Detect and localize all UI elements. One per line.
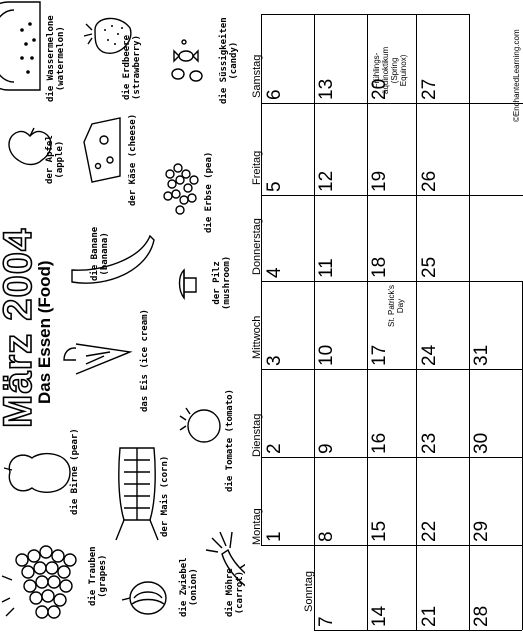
food-label: die Erbse (pea): [204, 151, 214, 233]
day-number: 7: [316, 616, 337, 627]
corn-icon: [115, 447, 159, 541]
day-number: 1: [264, 531, 285, 542]
food-illustrations: [0, 1, 245, 619]
food-label: der Pilz(mushroom): [212, 255, 232, 310]
food-label: die Banane(banana): [90, 226, 110, 281]
carrot-icon: [205, 531, 245, 587]
food-label: die Zwiebel(onion): [179, 557, 199, 617]
candy-icon: [171, 39, 203, 82]
day-number: 30: [471, 432, 492, 454]
food-label: die Süssigkeiten(candy): [219, 17, 239, 104]
day-number: 19: [369, 170, 390, 192]
weekday-dienstag: Dienstag: [251, 413, 263, 457]
day-number: 21: [419, 605, 440, 627]
food-label: die Tomate (tomato): [225, 389, 235, 492]
food-label: die Trauben(grapes): [88, 546, 108, 606]
day-number: 6: [264, 89, 285, 100]
food-label: der Mais (corn): [160, 455, 170, 537]
day-number: 13: [316, 78, 337, 100]
pear-icon: [3, 452, 71, 493]
day-number: 3: [264, 355, 285, 366]
banana-icon: [71, 234, 155, 284]
food-label: die Wassermelone(watermelon): [46, 15, 66, 102]
day-number: 26: [419, 170, 440, 192]
apple-icon: [8, 127, 52, 166]
day-number: 15: [369, 520, 390, 542]
weekday-mittwoch: Mittwoch: [251, 315, 263, 359]
day-number: 23: [419, 432, 440, 454]
onion-icon: [121, 581, 167, 615]
day-number: 11: [316, 258, 337, 278]
day-number: 12: [316, 170, 337, 192]
mushroom-icon: [178, 268, 197, 301]
food-label: der Apfel(apple): [45, 135, 65, 184]
day-number: 5: [264, 181, 285, 192]
cheese-icon: [83, 117, 121, 183]
day-number: 9: [316, 443, 337, 454]
watermelon-icon: [0, 1, 41, 91]
weekday-donnerstag: Donnerstag: [251, 218, 263, 275]
day-number: 4: [264, 267, 285, 278]
day-number: 28: [471, 605, 492, 627]
grapes-icon: [1, 545, 77, 619]
day-number: 14: [369, 605, 390, 627]
day-number: 22: [419, 520, 440, 542]
food-label: der Käse (cheese): [128, 113, 138, 206]
day-number: 18: [369, 256, 390, 278]
day-number: 27: [419, 78, 440, 100]
day-number: 2: [264, 443, 285, 454]
day-number: 10: [316, 344, 337, 366]
day-number: 31: [471, 344, 492, 366]
food-label: das Eis (ice cream): [140, 309, 150, 412]
day-number: 29: [471, 520, 492, 542]
tomato-icon: [179, 407, 221, 443]
weekday-montag: Montag: [251, 508, 263, 545]
day-number: 8: [316, 531, 337, 542]
weekday-freitag: Freitag: [251, 150, 263, 185]
food-label: die Möhre(carrot): [225, 568, 245, 617]
strawberry-icon: [83, 17, 132, 54]
weekday-samstag: Samstag: [251, 54, 263, 98]
credit-text: ©EnchantedLearning.com: [512, 29, 521, 122]
weekday-sonntag: Sonntag: [303, 571, 315, 612]
food-label: die Erdbeere(strawberry): [122, 34, 142, 100]
day-number: 16: [369, 432, 390, 454]
ice-cream-icon: [63, 343, 133, 375]
food-label: die Birne (pear): [70, 428, 80, 515]
pea-icon: [163, 163, 199, 215]
day-number: 25: [419, 256, 440, 278]
day-number: 17: [369, 344, 390, 366]
day-number: 24: [419, 344, 440, 366]
